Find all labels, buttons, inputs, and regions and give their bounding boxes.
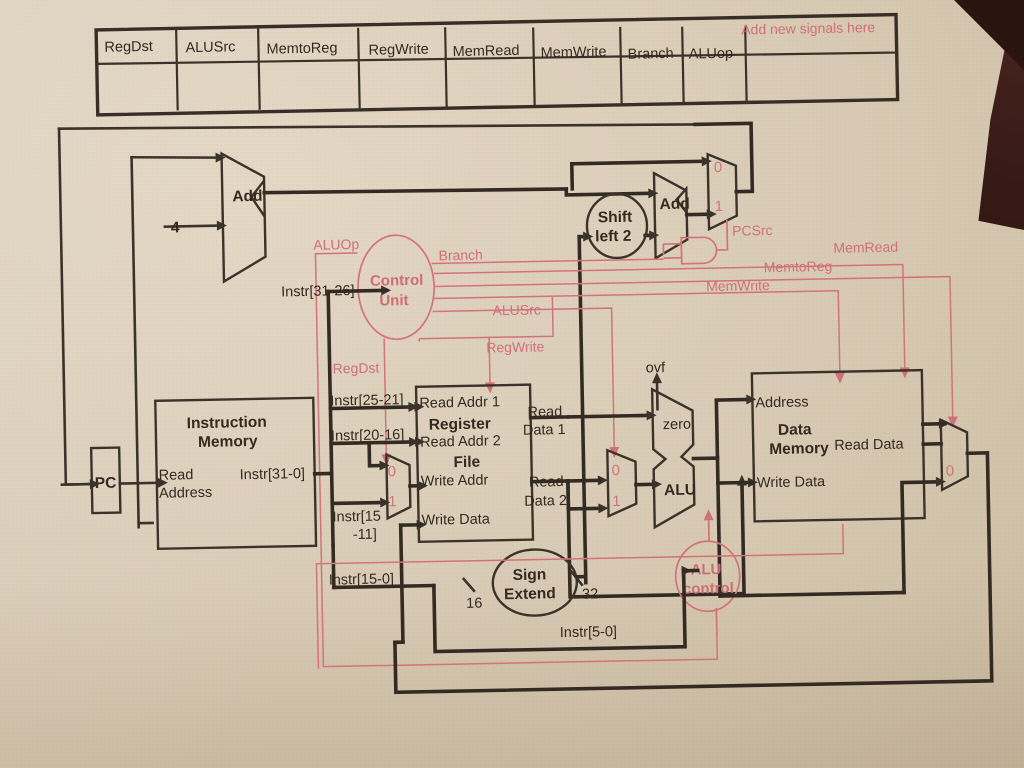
table-header-aluop: ALUop	[689, 46, 734, 63]
instr-31-26-label: Instr[31-26]	[281, 283, 355, 300]
memread-label: MemRead	[833, 239, 898, 256]
pc-adder-label: Add	[232, 188, 262, 206]
pc-adder: Add 4	[163, 151, 569, 284]
instruction-memory-output: Instr[31-0]	[240, 466, 306, 483]
register-file-title-1: Register	[429, 415, 491, 433]
instr-15-11-label-1: Instr[15	[332, 509, 381, 526]
register-file-read-addr-2: Read Addr 2	[420, 433, 501, 451]
control-unit: Control Unit	[357, 234, 435, 341]
regdst-label: RegDst	[333, 360, 380, 377]
table-header-branch: Branch	[628, 46, 674, 63]
sign-extend-line1: Sign	[513, 566, 547, 584]
sign-extend-out-width: 32	[582, 586, 598, 602]
instruction-memory-title-1: Instruction	[187, 414, 267, 433]
constant-four-label: 4	[171, 219, 180, 236]
instr-15-0-label: Instr[15-0]	[329, 571, 395, 588]
instruction-memory-read-1: Read	[159, 467, 194, 484]
register-file-read-data-1b: Data 1	[523, 422, 566, 439]
alusrc-label: ALUSrc	[492, 301, 541, 318]
instruction-memory-title-2: Memory	[198, 433, 258, 451]
branch-adder-label: Add	[659, 196, 689, 214]
pcsrc-mux-port-0: 0	[714, 159, 723, 176]
data-memory-title-1: Data	[778, 421, 812, 439]
instr-20-16-label: Instr[20-16]	[331, 427, 405, 444]
branch-and-gate: PCSrc	[662, 219, 773, 265]
regdst-mux-port-0: 0	[388, 463, 397, 480]
memtoreg-mux: 0	[393, 417, 994, 695]
pcsrc-mux-port-1: 1	[714, 198, 723, 215]
shift-left-2-line2: left 2	[595, 228, 632, 246]
pcsrc-mux: 0 1	[569, 121, 755, 232]
data-memory-address-port: Address	[755, 394, 809, 411]
branch-label: Branch	[438, 247, 483, 264]
instruction-memory: Instruction Memory Read Address Instr[31…	[154, 396, 334, 551]
alu-ovf-output: ovf	[646, 360, 667, 376]
register-file-read-data-2b: Data 2	[524, 493, 567, 510]
sign-extend-in-width: 16	[466, 596, 482, 612]
instr-5-0-label: Instr[5-0]	[560, 624, 618, 641]
table-header-alusrc: ALUSrc	[185, 39, 235, 56]
pc-label: PC	[95, 475, 117, 492]
data-memory-read-data-port: Read Data	[834, 436, 905, 453]
sign-extend: Sign Extend 16 32 Instr[5-0]	[432, 548, 700, 654]
alu-control-line1: ALU	[690, 561, 721, 579]
alu: ALU zero ovf	[646, 360, 757, 598]
pcsrc-label: PCSrc	[732, 222, 773, 239]
data-memory-write-data-port: Write Data	[757, 474, 826, 491]
memread-return-wire	[315, 523, 845, 669]
alu-zero-output: zero	[663, 417, 692, 434]
control-unit-line1: Control	[370, 272, 424, 290]
instruction-memory-read-2: Address	[159, 485, 213, 502]
regwrite-label: RegWrite	[486, 338, 545, 355]
register-file: Read Addr 1 Register Read Addr 2 File Wr…	[398, 383, 747, 644]
register-file-write-data: Write Data	[421, 511, 490, 528]
sign-extend-line2: Extend	[504, 585, 556, 603]
control-unit-line2: Unit	[379, 292, 408, 310]
memtoreg-label: MemtoReg	[764, 258, 833, 275]
memtoreg-mux-port-0: 0	[946, 463, 955, 480]
data-memory-title-2: Memory	[769, 440, 829, 458]
aluop-label: ALUOp	[313, 236, 359, 253]
instruction-field-taps: Instr[31-26] Instr[25-21] Instr[20-16] I…	[281, 283, 436, 590]
control-signal-wires: ALUOp RegDst Branch MemRead MemtoReg	[313, 236, 958, 668]
register-file-title-2: File	[453, 454, 480, 472]
alusrc-mux-port-0: 0	[612, 462, 621, 479]
pc-register: PC	[60, 446, 168, 515]
data-memory: Address Data Memory Write Data Read Data	[716, 368, 944, 523]
add-new-signals-note: Add new signals here	[741, 19, 875, 38]
regdst-mux-port-1: 1	[388, 493, 397, 510]
alu-name: ALU	[664, 481, 696, 499]
register-file-write-addr: Write Addr	[421, 472, 489, 489]
signal-table: RegDst ALUSrc MemtoReg RegWrite MemRead …	[94, 12, 900, 117]
table-header-memtoreg: MemtoReg	[266, 40, 337, 57]
register-file-read-addr-1: Read Addr 1	[419, 394, 500, 412]
memwrite-label: MemWrite	[706, 277, 770, 294]
instr-25-21-label: Instr[25-21]	[330, 392, 404, 409]
alu-control-line2: control	[683, 580, 734, 598]
table-header-memread: MemRead	[452, 43, 519, 60]
shift-left-2-line1: Shift	[598, 209, 633, 227]
alusrc-mux-port-1: 1	[612, 493, 621, 510]
alu-control: ALU control	[674, 509, 741, 613]
table-header-regwrite: RegWrite	[368, 42, 428, 59]
shift-left-2: Shift left 2	[577, 192, 649, 585]
table-header-regdst: RegDst	[104, 39, 153, 56]
table-header-memwrite: MemWrite	[541, 44, 607, 61]
instr-15-11-label-2: -11]	[353, 527, 377, 543]
